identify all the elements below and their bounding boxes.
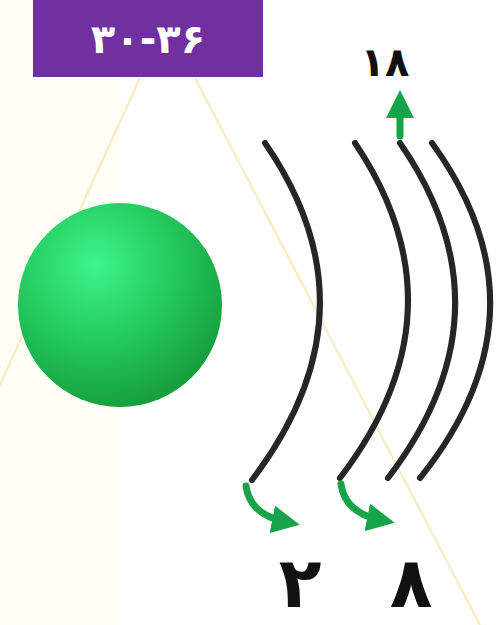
nucleus-sphere	[18, 203, 222, 407]
electron-count: ۲	[279, 548, 322, 618]
shell-arc	[252, 143, 320, 480]
guide-line	[195, 78, 480, 625]
shell-arc	[388, 143, 455, 478]
flow-arrow	[397, 104, 404, 136]
range-text: ۳۰-۳۶	[91, 17, 205, 61]
electron-count: ۸	[390, 548, 433, 618]
flow-arrow	[246, 486, 286, 522]
shell-arc	[420, 143, 490, 478]
electron-count: ۱۸	[361, 42, 410, 82]
range-banner: ۳۰-۳۶	[33, 0, 263, 77]
flow-arrow	[341, 484, 381, 520]
shell-arc	[340, 143, 408, 478]
